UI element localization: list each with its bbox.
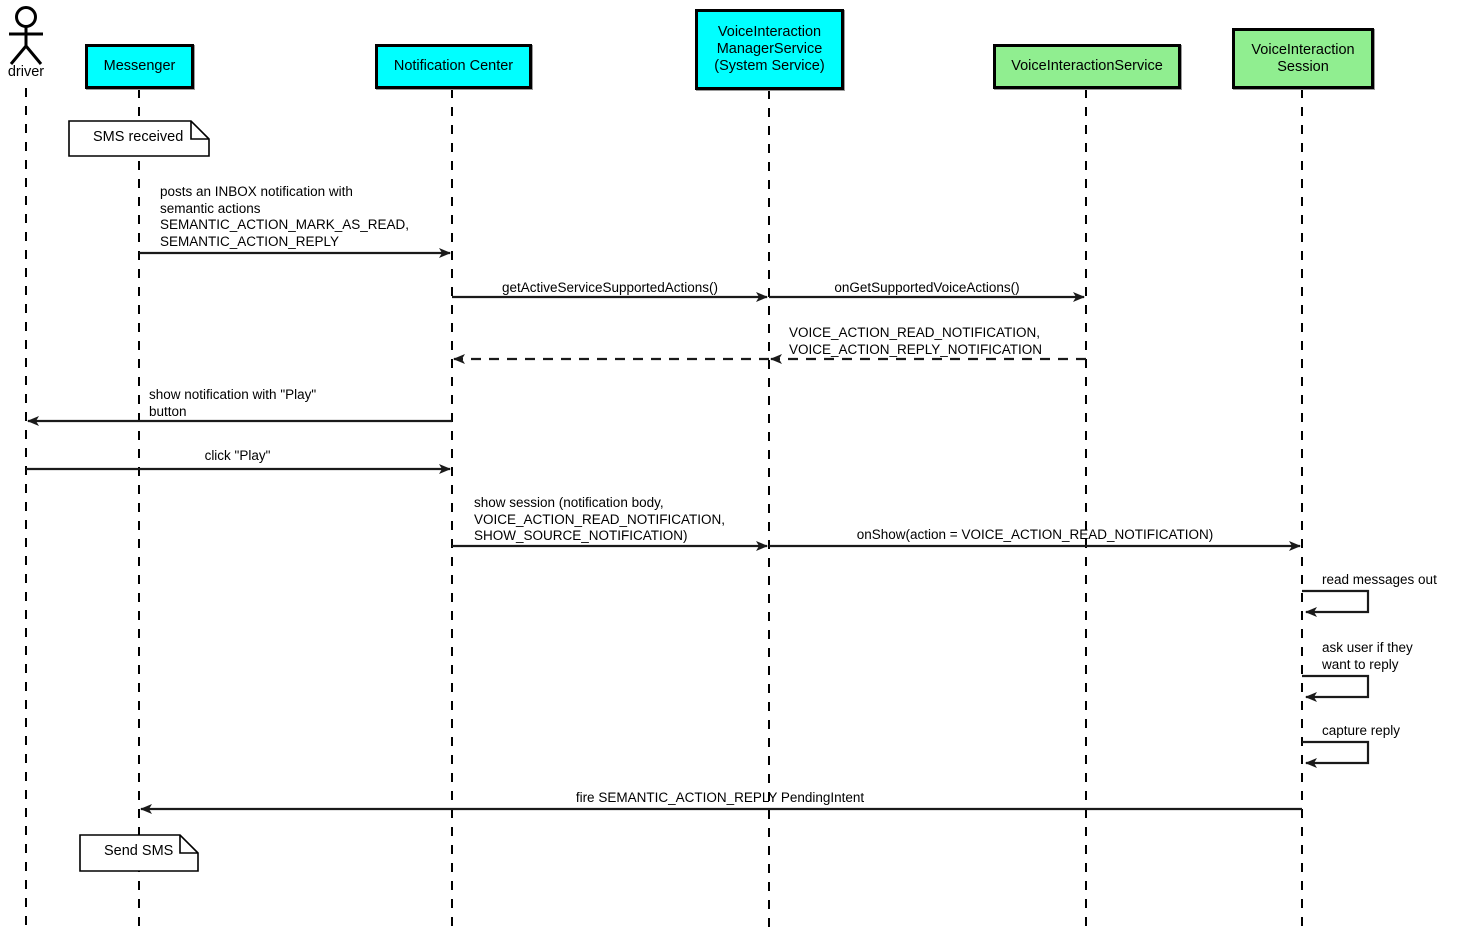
participant-box-voiceinteraction-managerservice-system-service[interactable]: VoiceInteraction ManagerService (System … xyxy=(695,9,844,90)
lifelines-group xyxy=(25,88,1303,929)
self-message-label-ask-user-if-they-want-to-reply: ask user if they want to reply xyxy=(1322,640,1413,672)
message-label-supported-voice-actions-return: VOICE_ACTION_READ_NOTIFICATION, VOICE_AC… xyxy=(789,325,1043,357)
message-label-get-active-service-supported-actions: getActiveServiceSupportedActions() xyxy=(501,280,719,295)
message-label-show-session: show session (notification body, VOICE_A… xyxy=(474,495,726,543)
message-label-show-notification-with-play-button: show notification with "Play" button xyxy=(149,387,317,419)
note-label-0: SMS received xyxy=(93,128,184,145)
notes-shapes-group xyxy=(68,120,210,872)
participant-box-voiceinteraction-session[interactable]: VoiceInteraction Session xyxy=(1232,28,1374,89)
self-message-arrows-group xyxy=(1302,589,1370,768)
message-label-on-show-read-notification: onShow(action = VOICE_ACTION_READ_NOTIFI… xyxy=(856,527,1214,542)
participant-box-messenger[interactable]: Messenger xyxy=(85,44,194,89)
message-label-click-play: click "Play" xyxy=(204,448,271,463)
message-label-fire-semantic-action-reply-pending-intent: fire SEMANTIC_ACTION_REPLY PendingIntent xyxy=(575,790,865,805)
self-message-label-capture-reply: capture reply xyxy=(1322,723,1401,738)
driver-actor-figure xyxy=(9,6,43,65)
self-message-label-read-messages-out: read messages out xyxy=(1322,572,1437,587)
message-arrows-group xyxy=(26,248,1302,814)
actor-body-icon xyxy=(9,27,43,65)
participant-box-voiceinteractionservice[interactable]: VoiceInteractionService xyxy=(993,44,1181,89)
message-label-post-inbox-notification: posts an INBOX notification with semanti… xyxy=(160,184,410,249)
self-message-arrow-capture-reply xyxy=(1302,740,1370,768)
note-shape-1 xyxy=(79,834,199,872)
participant-box-notification-center[interactable]: Notification Center xyxy=(375,44,532,89)
driver-actor-label: driver xyxy=(7,64,45,80)
self-message-arrow-read-messages-out xyxy=(1302,589,1370,617)
actor-head-icon xyxy=(15,6,37,28)
self-message-arrow-ask-user-if-they-want-to-reply xyxy=(1302,674,1370,702)
note-fold-corner-1 xyxy=(179,835,198,854)
note-label-1: Send SMS xyxy=(104,843,174,859)
message-label-on-get-supported-voice-actions: onGetSupportedVoiceActions() xyxy=(834,280,1020,295)
note-fold-corner-0 xyxy=(190,121,209,140)
note-shape-0 xyxy=(68,120,210,157)
